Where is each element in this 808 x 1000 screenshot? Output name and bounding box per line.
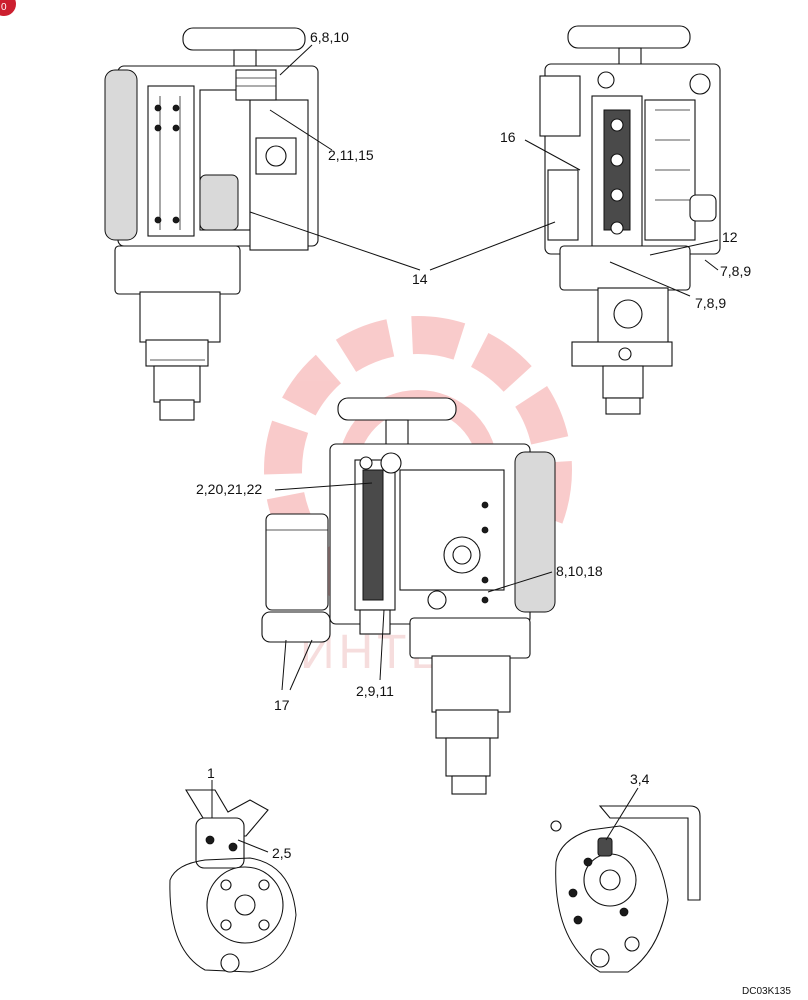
- svg-text:0: 0: [1, 2, 7, 13]
- callout-1: 1: [207, 765, 215, 781]
- callout-8-10-18: 8,10,18: [556, 563, 603, 579]
- callout-12: 12: [722, 229, 738, 245]
- drawing-code: DC03K135: [742, 986, 791, 997]
- callout-2-9-11: 2,9,11: [356, 683, 394, 699]
- callout-3-4: 3,4: [630, 771, 650, 787]
- callout-7-8-9-lower: 7,8,9: [695, 295, 726, 311]
- callout-2-5: 2,5: [272, 845, 292, 861]
- engine-view-top-right: [539, 25, 721, 415]
- engine-view-center: [261, 397, 556, 795]
- starter-detail-left: [169, 789, 297, 973]
- callout-2-11-15: 2,11,15: [328, 147, 374, 163]
- callout-2-20-21-22: 2,20,21,22: [196, 481, 262, 497]
- callout-14: 14: [412, 271, 428, 287]
- engine-view-top-left: [104, 27, 319, 421]
- callout-16: 16: [500, 129, 516, 145]
- alternator-detail-right: [550, 805, 701, 973]
- callout-17: 17: [274, 697, 290, 713]
- callout-6-8-10: 6,8,10: [310, 29, 349, 45]
- leader-lines: [211, 44, 719, 853]
- corner-badge: 0: [0, 0, 16, 16]
- callout-7-8-9-upper: 7,8,9: [720, 263, 751, 279]
